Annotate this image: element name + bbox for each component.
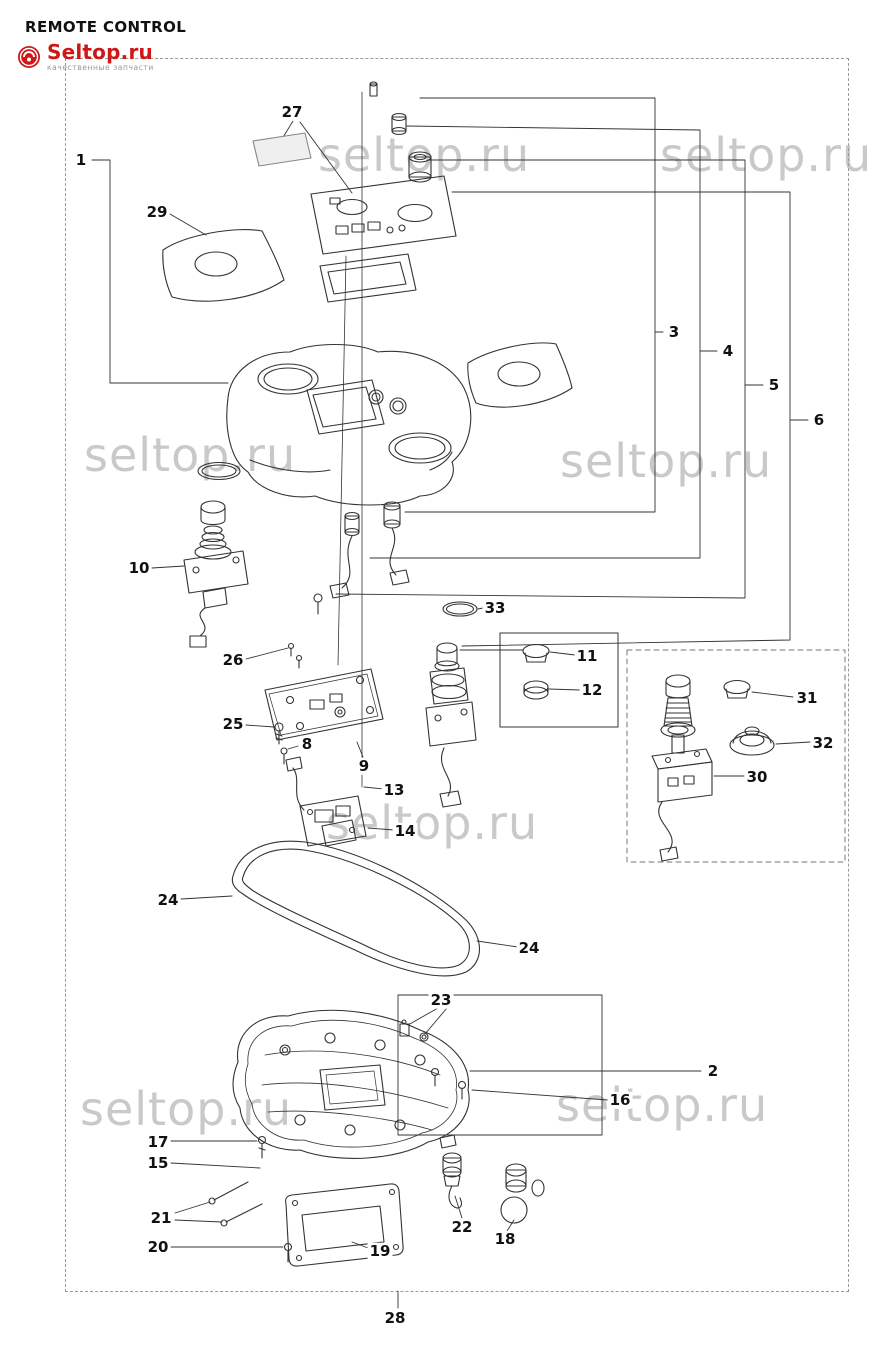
part-boot-32: [729, 726, 775, 756]
part-bracket-14: [285, 756, 367, 847]
part-callout-24: 24: [516, 938, 542, 957]
part-bottom-housing: [232, 1009, 470, 1159]
part-callout-5: 5: [766, 375, 782, 394]
part-mid-connectors: [313, 501, 410, 615]
part-callout-3: 3: [666, 322, 682, 341]
part-callout-27: 27: [279, 102, 305, 121]
part-screw-17: [257, 1135, 267, 1159]
watermark-text: seltop.ru: [326, 796, 539, 850]
part-cap-31: [723, 679, 751, 699]
part-screws-16: [397, 994, 603, 1136]
part-callout-16: 16: [607, 1090, 633, 1109]
part-callout-10: 10: [126, 558, 152, 577]
part-callout-6: 6: [811, 410, 827, 429]
page-title: REMOTE CONTROL: [25, 18, 187, 36]
part-callout-26: 26: [220, 650, 246, 669]
part-membrane-19: [285, 1183, 404, 1267]
watermark-text: seltop.ru: [556, 1078, 769, 1132]
part-screws-mid: [274, 722, 288, 765]
part-callout-23: 23: [428, 990, 454, 1009]
part-joystick-center: [425, 642, 477, 808]
part-joystick-30: [651, 674, 713, 862]
part-callout-29: 29: [144, 202, 170, 221]
part-callout-12: 12: [579, 680, 605, 699]
part-callout-25: 25: [220, 714, 246, 733]
watermark-text: seltop.ru: [80, 1082, 293, 1136]
part-callout-33: 33: [482, 598, 508, 617]
diagram-border: [65, 58, 849, 1292]
part-callout-18: 18: [492, 1229, 518, 1248]
part-callout-28: 28: [382, 1308, 408, 1327]
part-cable-18: [500, 1163, 545, 1224]
part-callout-20: 20: [145, 1237, 171, 1256]
part-inner-frame: [319, 253, 417, 303]
part-callout-9: 9: [356, 756, 372, 775]
part-top-housing: [226, 343, 472, 506]
part-callout-14: 14: [392, 821, 418, 840]
leader-lines: [91, 97, 811, 1309]
brand-tagline: качественные запчасти: [47, 63, 154, 72]
part-screws-21: [208, 1181, 263, 1227]
part-callout-17: 17: [145, 1132, 171, 1151]
watermark-text: seltop.ru: [560, 434, 773, 488]
part-callout-32: 32: [810, 733, 836, 752]
part-sticker: [252, 132, 312, 167]
part-pcb: [264, 642, 384, 741]
part-callout-24: 24: [155, 890, 181, 909]
part-callout-15: 15: [145, 1153, 171, 1172]
watermark-text: seltop.ru: [660, 128, 873, 182]
part-callout-1: 1: [73, 150, 89, 169]
part-callout-2: 2: [705, 1061, 721, 1080]
part-joystick-left: [183, 500, 249, 648]
part-callout-13: 13: [381, 780, 407, 799]
brand-name: Seltop.ru: [47, 40, 153, 64]
part-top-caps: [369, 81, 432, 183]
brand-logo: Seltop.ru качественные запчасти: [16, 42, 154, 72]
part-callout-21: 21: [148, 1208, 174, 1227]
part-callout-30: 30: [744, 767, 770, 786]
part-callout-31: 31: [794, 688, 820, 707]
part-keypad-plate: [310, 175, 457, 255]
brand-emblem-icon: [18, 45, 40, 68]
part-subassembly-box: [626, 649, 846, 863]
part-oring-33: [442, 601, 478, 617]
part-gasket-24: [231, 840, 480, 977]
part-cable-22: [442, 1152, 462, 1209]
watermark-text: seltop.ru: [84, 428, 297, 482]
part-oring-left: [197, 461, 241, 481]
part-foam-pad-right: [467, 342, 573, 408]
part-foam-pad-left: [162, 229, 285, 302]
part-callout-22: 22: [449, 1217, 475, 1236]
part-callout-8: 8: [299, 734, 315, 753]
part-callout-11: 11: [574, 646, 600, 665]
part-caps-box: [499, 632, 619, 728]
part-callout-4: 4: [720, 341, 736, 360]
part-clips-23: [399, 1019, 429, 1042]
part-callout-19: 19: [367, 1241, 393, 1260]
